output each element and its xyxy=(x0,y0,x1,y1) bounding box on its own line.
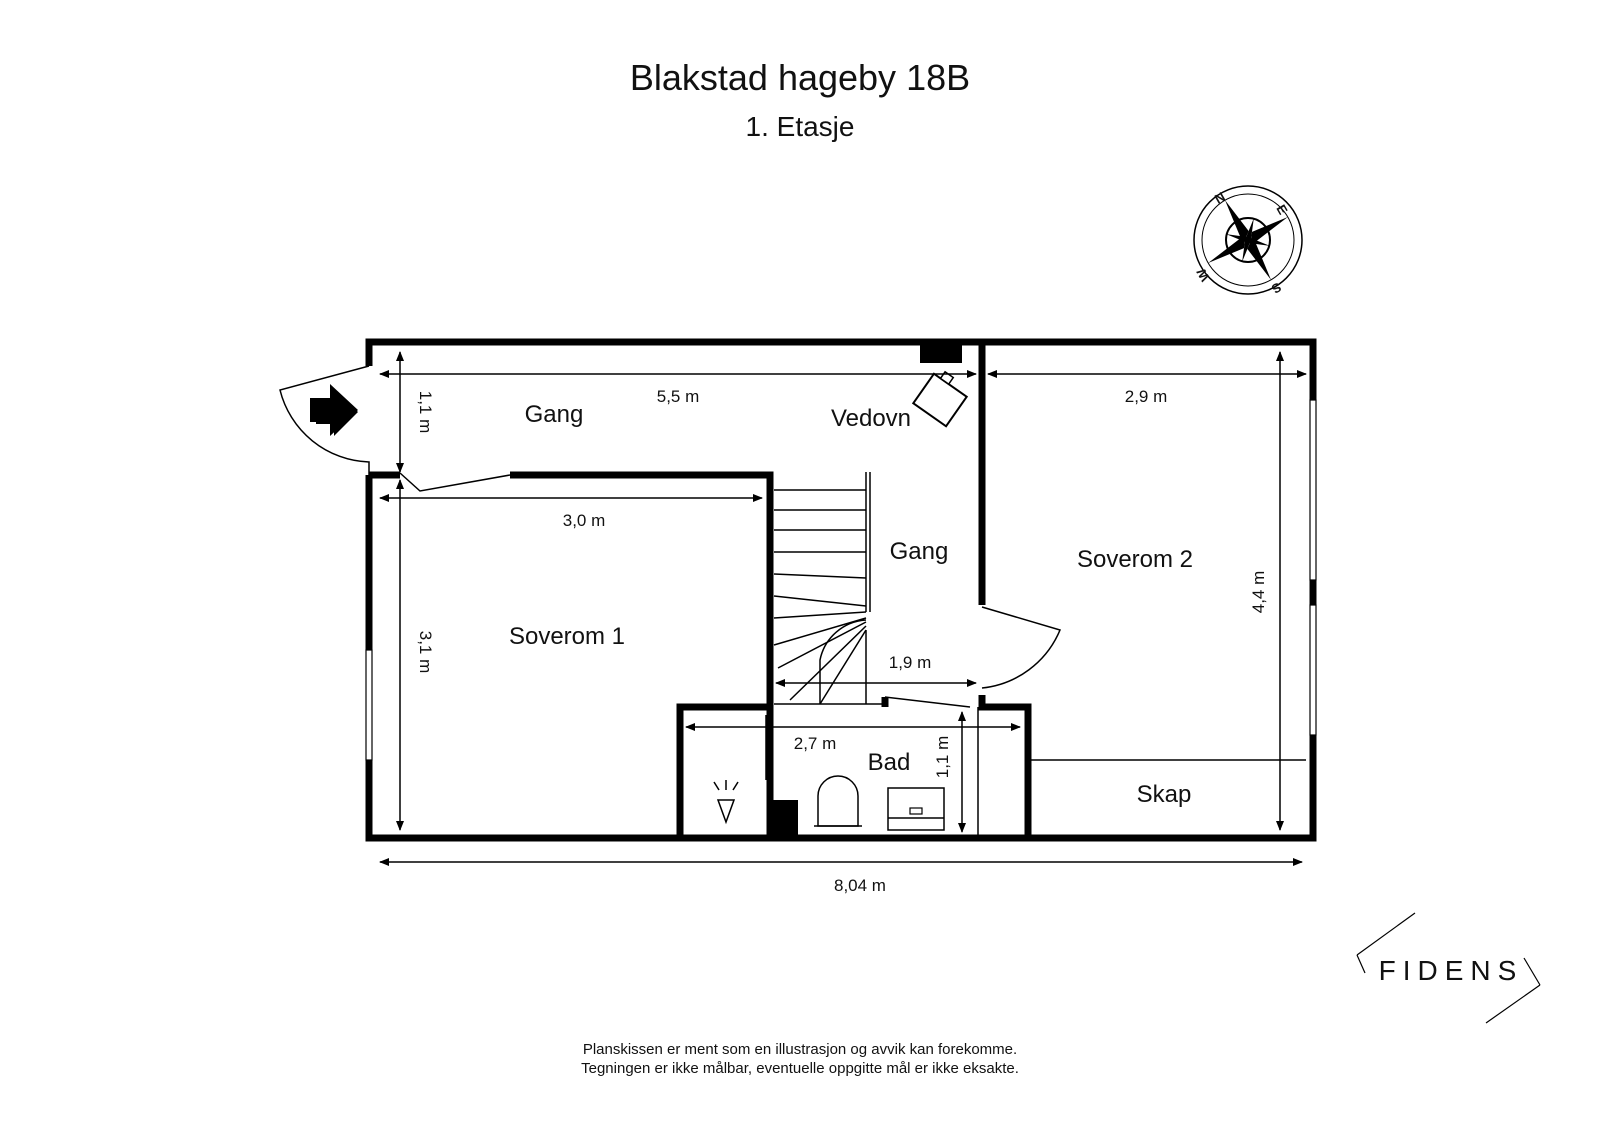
dim-sov2-width: 2,9 m xyxy=(1125,387,1168,406)
dim-bad-width: 2,7 m xyxy=(794,734,837,753)
disclaimer-line2: Tegningen er ikke målbar, eventuelle opp… xyxy=(581,1060,1019,1077)
window-right xyxy=(1309,399,1317,736)
sink-icon xyxy=(887,787,945,831)
toilet-icon xyxy=(814,775,862,827)
dim-gang-mid-width: 1,9 m xyxy=(889,653,932,672)
dimension-lines xyxy=(379,351,1307,866)
dim-gang-length: 5,5 m xyxy=(657,387,700,406)
window-left xyxy=(365,649,373,761)
dim-bad-depth: 1,1 m xyxy=(933,736,952,779)
dim-sov1-depth: 3,1 m xyxy=(416,631,435,674)
room-soverom1: Soverom 1 xyxy=(509,623,625,650)
stairs-icon xyxy=(773,472,885,705)
dim-gang-depth: 1,1 m xyxy=(416,391,435,434)
drain-block xyxy=(770,800,798,836)
plan-title: Blakstad hageby 18B xyxy=(630,57,970,98)
dim-sov1-width: 3,0 m xyxy=(563,511,606,530)
entrance-door-icon xyxy=(279,365,370,475)
brand-text: FIDENS xyxy=(1379,955,1524,986)
compass-w: W xyxy=(1193,265,1212,284)
brand-logo: FIDENS xyxy=(1356,912,1541,1024)
shower-icon xyxy=(713,780,739,825)
dim-total-width: 8,04 m xyxy=(834,876,886,895)
room-gang-mid: Gang xyxy=(890,538,949,565)
stove-icon xyxy=(911,370,969,428)
plan-subtitle: 1. Etasje xyxy=(746,111,855,142)
room-soverom2: Soverom 2 xyxy=(1077,546,1193,573)
door-soverom2-icon xyxy=(981,606,1062,689)
disclaimer-line1: Planskissen er ment som en illustrasjon … xyxy=(583,1041,1017,1058)
dim-sov2-depth: 4,4 m xyxy=(1249,571,1268,614)
room-vedovn: Vedovn xyxy=(831,405,911,432)
compass-e: E xyxy=(1273,202,1290,217)
room-skap: Skap xyxy=(1137,781,1192,808)
compass-icon: N E S W xyxy=(1193,185,1303,297)
room-gang-top: Gang xyxy=(525,401,584,428)
room-bad: Bad xyxy=(868,749,911,776)
